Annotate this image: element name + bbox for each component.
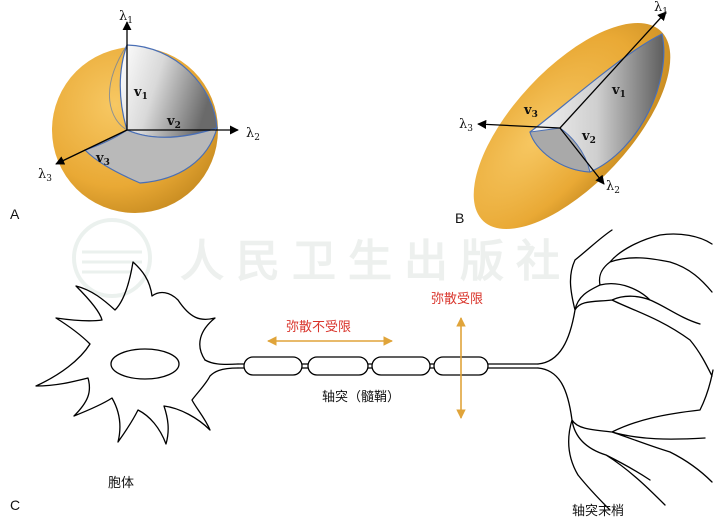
axis-lambda2-b bbox=[559, 127, 605, 185]
watermark-logo-icon bbox=[72, 218, 152, 298]
myelin-sheaths bbox=[243, 356, 489, 376]
panel-c: 弥散不受限 弥散受限 轴突（髓鞘） 胞体 轴突末梢 C bbox=[10, 229, 714, 519]
axis-lambda3-a bbox=[55, 129, 128, 165]
neuron-soma bbox=[35, 261, 239, 445]
panel-label-c: C bbox=[10, 497, 20, 513]
watermark-text: 人民卫生出版社 bbox=[180, 236, 572, 287]
axis-lambda1-b bbox=[559, 11, 667, 129]
label-v3-b: v3 bbox=[523, 103, 538, 120]
watermark: 人民卫生出版社 bbox=[72, 218, 572, 298]
label-v1-a: v1 bbox=[133, 85, 148, 102]
myelin-segment bbox=[243, 356, 303, 376]
label-lambda3-a: λ3 bbox=[38, 167, 52, 184]
label-lambda2-a: λ2 bbox=[246, 126, 260, 143]
label-restricted-diffusion: 弥散受限 bbox=[431, 291, 483, 307]
label-v3-a: v3 bbox=[95, 151, 110, 168]
label-v2-a: v2 bbox=[166, 114, 181, 131]
label-lambda1-b: λ1 bbox=[654, 0, 668, 17]
panel-a: λ1 λ2 λ3 v1 v2 v3 A bbox=[10, 9, 260, 222]
label-v1-b: v1 bbox=[611, 83, 626, 100]
label-lambda1-a: λ1 bbox=[119, 9, 133, 26]
panel-label-b: B bbox=[455, 210, 464, 226]
ellipsoid-cutaway-floor bbox=[529, 127, 591, 173]
label-unrestricted-diffusion: 弥散不受限 bbox=[286, 319, 351, 335]
panel-b: λ1 λ2 λ3 v1 v2 v3 B bbox=[455, 0, 671, 229]
label-axon-myelin: 轴突（髓鞘） bbox=[322, 389, 400, 405]
label-v2-b: v2 bbox=[581, 129, 596, 146]
label-lambda3-b: λ3 bbox=[459, 117, 473, 134]
myelin-segment bbox=[371, 356, 431, 376]
axon-terminal bbox=[537, 229, 714, 511]
sphere-octant-floor bbox=[83, 127, 218, 184]
panel-label-a: A bbox=[10, 206, 20, 222]
label-soma: 胞体 bbox=[108, 476, 134, 491]
label-axon-terminal: 轴突末梢 bbox=[572, 503, 624, 519]
myelin-segment bbox=[307, 356, 369, 376]
label-lambda2-b: λ2 bbox=[606, 179, 620, 196]
axis-lambda3-b bbox=[477, 119, 561, 129]
nucleus bbox=[110, 348, 180, 380]
